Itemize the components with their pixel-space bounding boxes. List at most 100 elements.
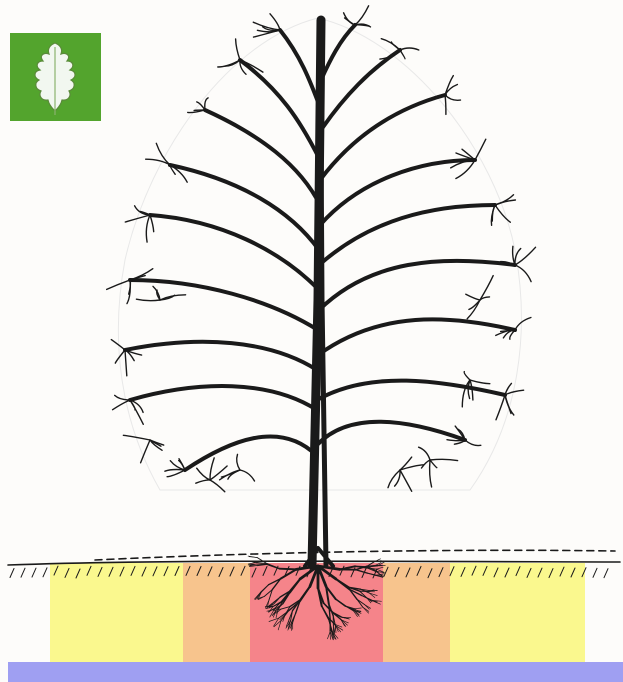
branches-right	[317, 25, 515, 445]
hatch-mark	[87, 566, 91, 575]
twig	[107, 280, 130, 289]
twig	[391, 42, 400, 50]
root	[336, 599, 346, 606]
hatch-mark	[340, 566, 344, 575]
twig	[197, 468, 210, 480]
twig	[196, 480, 210, 483]
hatch-mark	[21, 568, 25, 577]
hatch-mark	[142, 567, 146, 576]
twig	[419, 447, 430, 460]
hatch-mark	[208, 567, 212, 576]
twig	[466, 294, 480, 300]
root	[362, 596, 373, 601]
twig	[505, 390, 524, 395]
twig	[445, 95, 461, 100]
twig	[150, 215, 154, 232]
hatch-mark	[32, 568, 36, 577]
hatch-mark	[241, 566, 245, 575]
twig	[456, 160, 475, 179]
hatch-mark	[263, 567, 267, 576]
twig	[480, 276, 493, 300]
twig	[355, 6, 369, 25]
twig	[430, 460, 432, 487]
oak-leaf-icon	[10, 33, 101, 121]
hatch-mark	[417, 566, 421, 575]
root	[336, 579, 350, 589]
hatch-mark	[439, 568, 443, 577]
root	[300, 587, 310, 602]
twig	[445, 76, 453, 95]
twig	[445, 95, 446, 114]
hatch-mark	[560, 567, 564, 576]
hatch-mark	[175, 567, 179, 576]
hatch-mark	[252, 568, 256, 577]
twig	[270, 14, 280, 30]
hatch-mark	[43, 568, 47, 577]
twig	[167, 470, 185, 477]
twig	[237, 454, 240, 470]
twig	[515, 318, 531, 331]
root	[281, 569, 297, 578]
hatch-mark	[549, 569, 553, 578]
hatch-mark	[571, 568, 575, 577]
root	[377, 567, 384, 569]
twig	[146, 215, 150, 242]
twig	[470, 380, 490, 384]
hatch-mark	[527, 568, 531, 577]
hatch-mark	[10, 569, 14, 578]
hatch-mark	[505, 568, 509, 577]
twig	[141, 440, 150, 463]
twig	[400, 470, 412, 491]
twig	[205, 98, 208, 110]
twig	[125, 350, 127, 376]
twig	[496, 395, 505, 420]
twig	[505, 395, 514, 415]
hatch-mark	[219, 568, 223, 577]
hatch-mark	[65, 568, 69, 577]
hatch-mark	[538, 568, 542, 577]
hatch-mark	[428, 569, 432, 578]
root	[261, 585, 269, 593]
twig	[236, 39, 240, 60]
hatch-mark	[483, 566, 487, 575]
root	[290, 579, 300, 591]
hatch-mark	[98, 567, 102, 576]
twig	[469, 300, 480, 309]
branches-left	[125, 30, 321, 470]
twig	[136, 299, 160, 301]
hatch-mark	[131, 566, 135, 575]
hatch-mark	[186, 566, 190, 575]
hatch-mark	[472, 566, 476, 575]
dripline-dashed	[95, 550, 615, 560]
twig	[240, 470, 255, 481]
hatch-mark	[516, 567, 520, 576]
hatch-mark	[109, 567, 113, 576]
hatch-mark	[604, 569, 608, 578]
twig	[115, 395, 130, 400]
hatch-mark	[582, 568, 586, 577]
hatch-mark	[230, 567, 234, 576]
hatch-mark	[153, 567, 157, 576]
hatch-mark	[593, 568, 597, 577]
twig	[400, 50, 405, 59]
hatch-mark	[450, 567, 454, 576]
twig	[447, 440, 465, 441]
hatch-mark	[164, 567, 168, 576]
twig	[400, 48, 419, 50]
root-system	[247, 556, 385, 640]
hatch-mark	[384, 567, 388, 576]
twig	[422, 460, 431, 468]
root	[363, 607, 369, 613]
twig	[464, 372, 470, 380]
hatch-mark	[197, 567, 201, 576]
twig	[475, 139, 486, 160]
root	[280, 569, 297, 570]
hatch-mark	[494, 568, 498, 577]
twig	[470, 380, 473, 400]
root	[248, 562, 256, 564]
twig	[430, 459, 458, 460]
hatch-mark	[461, 567, 465, 576]
twig	[430, 460, 437, 468]
hatch-mark	[395, 568, 399, 577]
